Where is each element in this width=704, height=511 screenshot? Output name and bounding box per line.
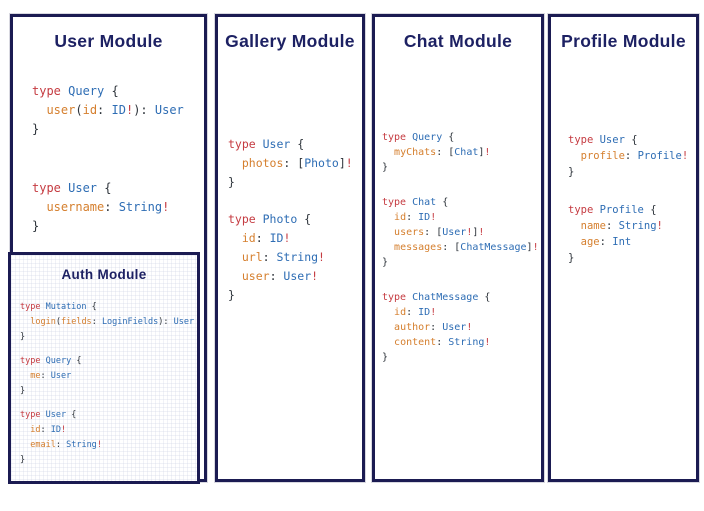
chat-module-code: type Query { myChats: [Chat]!}type Chat …	[382, 130, 539, 385]
code-line: myChats: [Chat]!	[394, 147, 491, 158]
code-line: url: String!	[241, 250, 325, 264]
code-line: }	[20, 332, 26, 342]
code-line: content: String!	[394, 337, 491, 348]
code-line: type Query {	[382, 132, 455, 143]
code-line: type ChatMessage {	[382, 292, 491, 303]
gallery-module-title: Gallery Module	[225, 31, 355, 51]
code-line: photos: [Photo]!	[241, 156, 353, 170]
code-line: type Chat {	[382, 197, 449, 208]
code-line: }	[228, 288, 235, 302]
code-block: type User { username: String!}	[32, 179, 184, 236]
code-line: me: User	[30, 371, 72, 381]
code-line: username: String!	[46, 200, 170, 214]
code-line: }	[32, 122, 40, 136]
code-line: }	[568, 166, 575, 178]
code-line: messages: [ChatMessage]!	[394, 242, 539, 253]
user-module-panel: User Module type Query { user(id: ID!): …	[8, 14, 207, 484]
code-line: id: ID!	[30, 425, 67, 435]
code-block: type Query { myChats: [Chat]!}	[382, 130, 539, 175]
code-line: id: ID!	[241, 231, 291, 245]
code-line: type Profile {	[568, 204, 657, 216]
code-line: type Query {	[20, 356, 82, 366]
code-line: type User {	[20, 410, 77, 420]
chat-module-title: Chat Module	[403, 31, 513, 51]
code-line: author: User!	[394, 322, 473, 333]
gallery-module-panel: Gallery Module type User { photos: [Phot…	[215, 14, 365, 482]
profile-module-title: Profile Module	[561, 31, 686, 51]
code-line: }	[382, 352, 389, 363]
user-module-title: User Module	[54, 31, 163, 51]
code-line: type User {	[568, 134, 638, 146]
code-block: type Query { user(id: ID!): User}	[32, 82, 184, 139]
code-block: type ChatMessage { id: ID! author: User!…	[382, 290, 539, 365]
auth-module-title: Auth Module	[61, 267, 147, 282]
code-block: type User { id: ID! email: String!}	[20, 408, 194, 468]
code-block: type User { photos: [Photo]!}	[228, 135, 353, 192]
gallery-module-code: type User { photos: [Photo]!}type Photo …	[228, 135, 353, 323]
code-line: }	[32, 219, 40, 233]
code-block: type Chat { id: ID! users: [User!]! mess…	[382, 195, 539, 270]
code-block: type Photo { id: ID! url: String! user: …	[228, 210, 353, 305]
code-block: type Mutation { login(fields: LoginField…	[20, 300, 194, 345]
code-line: }	[20, 386, 26, 396]
code-line: type User {	[228, 137, 305, 151]
code-line: type Photo {	[228, 212, 312, 226]
profile-module-panel: Profile Module type User { profile: Prof…	[548, 14, 699, 482]
profile-module-code: type User { profile: Profile!}type Profi…	[568, 132, 688, 288]
code-line: type Mutation {	[20, 302, 97, 312]
code-line: profile: Profile!	[580, 150, 689, 162]
code-line: login(fields: LoginFields): User	[30, 317, 195, 327]
code-line: name: String!	[580, 220, 663, 232]
code-line: type User {	[32, 181, 112, 195]
code-line: }	[382, 257, 389, 268]
code-block: type User { profile: Profile!}	[568, 132, 688, 180]
code-line: id: ID!	[394, 212, 437, 223]
code-line: email: String!	[30, 440, 102, 450]
code-line: id: ID!	[394, 307, 437, 318]
code-block: type Query { me: User}	[20, 354, 194, 399]
code-line: type Query {	[32, 84, 119, 98]
auth-module-code: type Mutation { login(fields: LoginField…	[20, 300, 194, 477]
user-module-code: type Query { user(id: ID!): User}type Us…	[32, 82, 184, 276]
chat-module-panel: Chat Module type Query { myChats: [Chat]…	[372, 14, 544, 482]
auth-module-panel: Auth Module type Mutation { login(fields…	[8, 252, 200, 484]
code-line: }	[228, 175, 235, 189]
code-line: user(id: ID!): User	[46, 103, 184, 117]
code-line: }	[20, 455, 26, 465]
code-line: }	[382, 162, 389, 173]
code-line: user: User!	[241, 269, 319, 283]
code-line: }	[568, 252, 575, 264]
code-block: type Profile { name: String! age: Int}	[568, 202, 688, 266]
code-line: users: [User!]!	[394, 227, 485, 238]
code-line: age: Int	[580, 236, 632, 248]
